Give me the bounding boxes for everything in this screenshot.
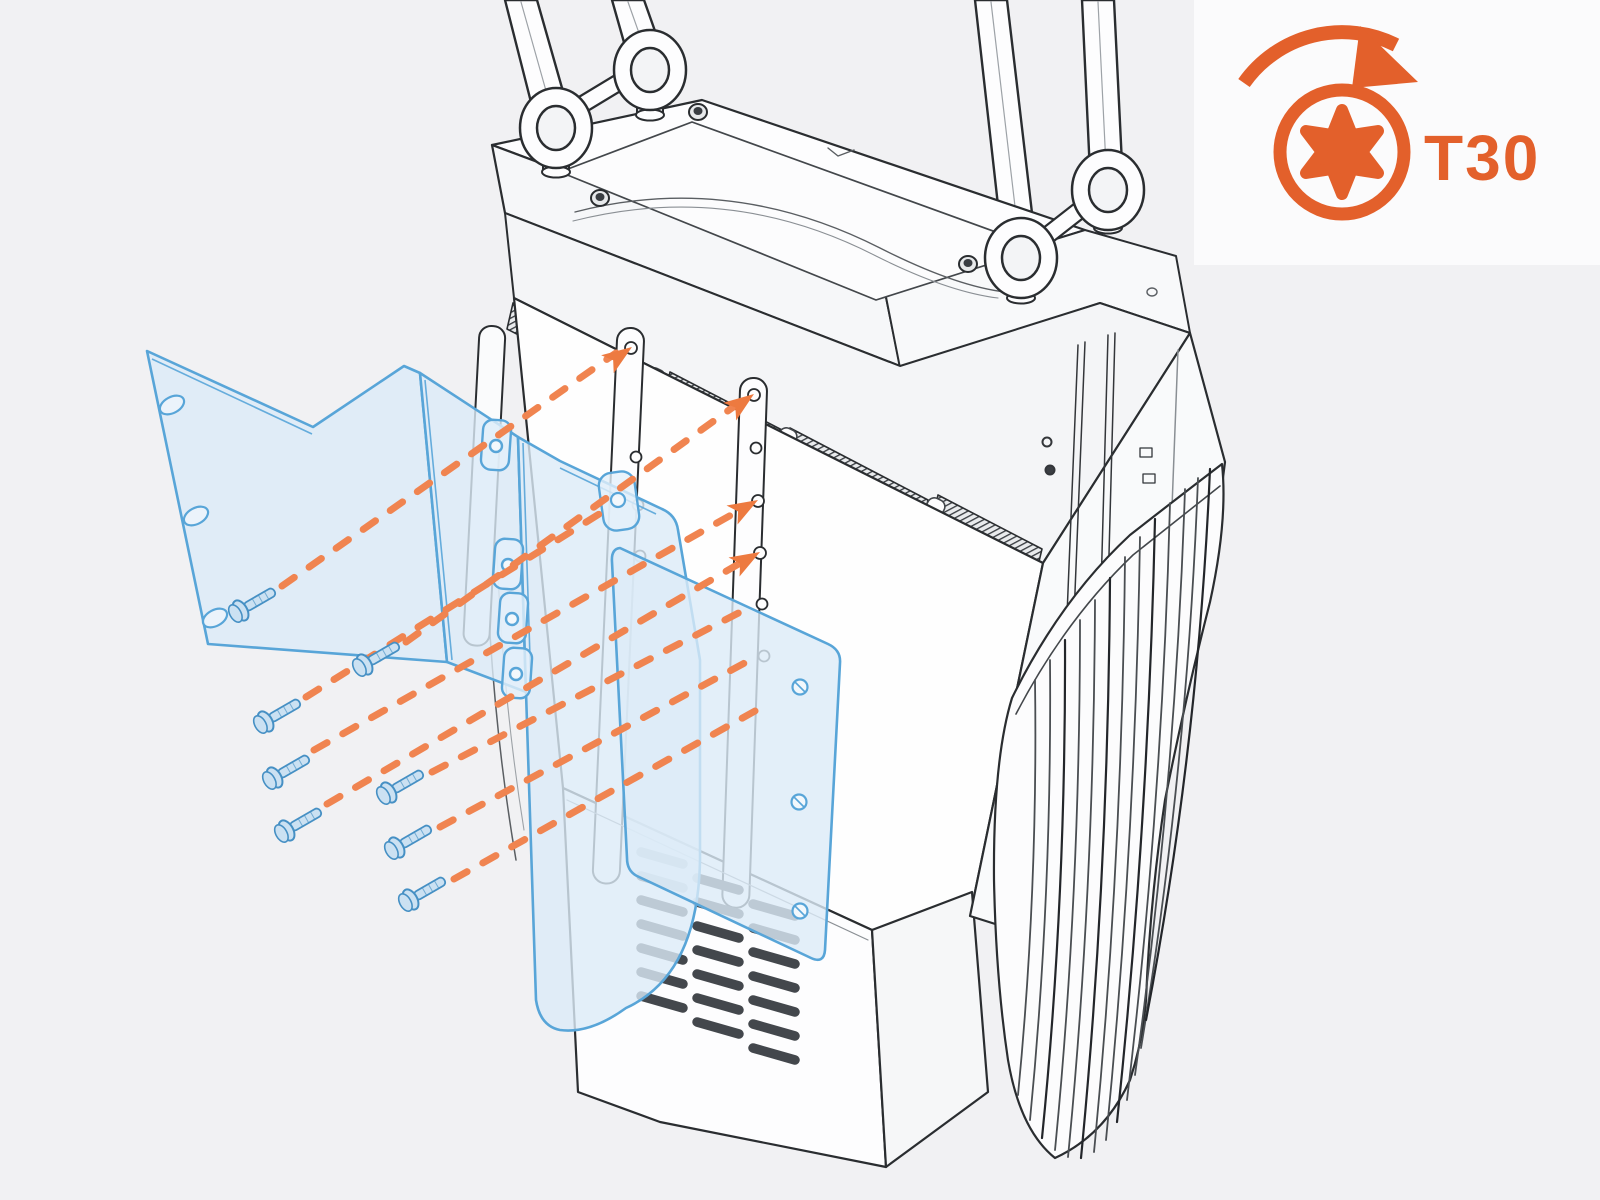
guide-arrow-line: [302, 502, 616, 701]
guide-arrow-line: [450, 707, 759, 883]
arrowhead-icon: [601, 347, 632, 374]
guide-arrow-line: [323, 558, 746, 808]
bracket-edge-holes: [158, 394, 229, 629]
guide-arrow-line: [278, 349, 620, 590]
rotate-clockwise-arrow-icon: [1238, 25, 1418, 88]
torx-star: [1300, 104, 1384, 200]
screw: [397, 876, 447, 912]
screw: [375, 769, 425, 805]
screw: [227, 587, 277, 623]
torx-size-label: T30: [1424, 122, 1540, 194]
eyebolt: [1070, 148, 1146, 235]
arrowhead-icon: [728, 552, 760, 577]
cap-socket-screws: [590, 103, 1158, 297]
screw: [261, 754, 311, 790]
torx-bit-icon: [1273, 83, 1411, 221]
screw: [273, 807, 323, 843]
eyebolt: [518, 86, 594, 179]
guide-arrow-line: [428, 603, 754, 776]
heatsink-panel: [992, 462, 1225, 1160]
arrowhead-icon: [723, 394, 754, 421]
guide-arrow-line: [310, 506, 744, 754]
heatsink-fins: [1017, 467, 1212, 1160]
socket-screw-icon: [688, 103, 708, 121]
cover-panel-holes: [790, 678, 809, 920]
top-cap-tray: [559, 121, 1041, 301]
screw: [383, 824, 433, 860]
guide-arrowheads: [601, 347, 760, 577]
side-service-channel: [1041, 332, 1179, 703]
highlighted-parts: [145, 349, 842, 1032]
screw: [351, 641, 401, 677]
socket-screw-icon: [958, 255, 978, 273]
guide-arrows: [278, 347, 760, 883]
arrowhead-icon: [726, 500, 758, 525]
lifting-eyebolts: [518, 28, 1146, 305]
screw: [252, 698, 302, 734]
eyebolt: [612, 28, 688, 122]
guide-arrow-line: [436, 655, 756, 831]
torx-ring: [1273, 83, 1411, 221]
torx-tool-badge: T30: [1194, 0, 1600, 265]
heatsink-rim-line: [1015, 485, 1221, 715]
socket-screw-icon: [590, 189, 610, 207]
screws: [227, 587, 447, 912]
eyebolt: [983, 216, 1059, 305]
bracket-keyhole: [597, 470, 641, 532]
pedestal-side-face: [870, 890, 990, 1169]
